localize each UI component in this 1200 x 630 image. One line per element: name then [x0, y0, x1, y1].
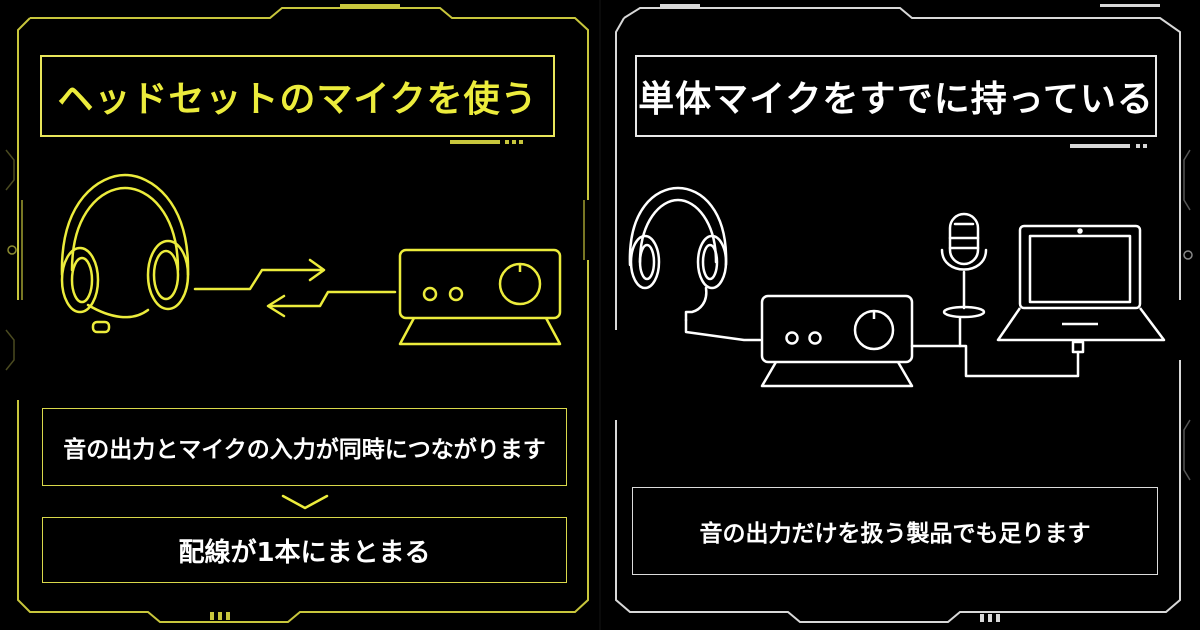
- right-info: 音の出力だけを扱う製品でも足ります: [632, 487, 1158, 575]
- panel-divider: [599, 0, 601, 630]
- left-panel: [5, 4, 589, 623]
- left-info-secondary: 配線が1本にまとまる: [42, 517, 567, 583]
- right-title: 単体マイクをすでに持っている: [635, 55, 1157, 137]
- left-frame-decoration: [5, 4, 589, 623]
- left-info-primary: 音の出力とマイクの入力が同時につながります: [42, 408, 567, 486]
- right-panel: [600, 0, 1200, 630]
- right-frame-decoration: [615, 4, 1193, 623]
- left-title: ヘッドセットのマイクを使う: [40, 55, 555, 137]
